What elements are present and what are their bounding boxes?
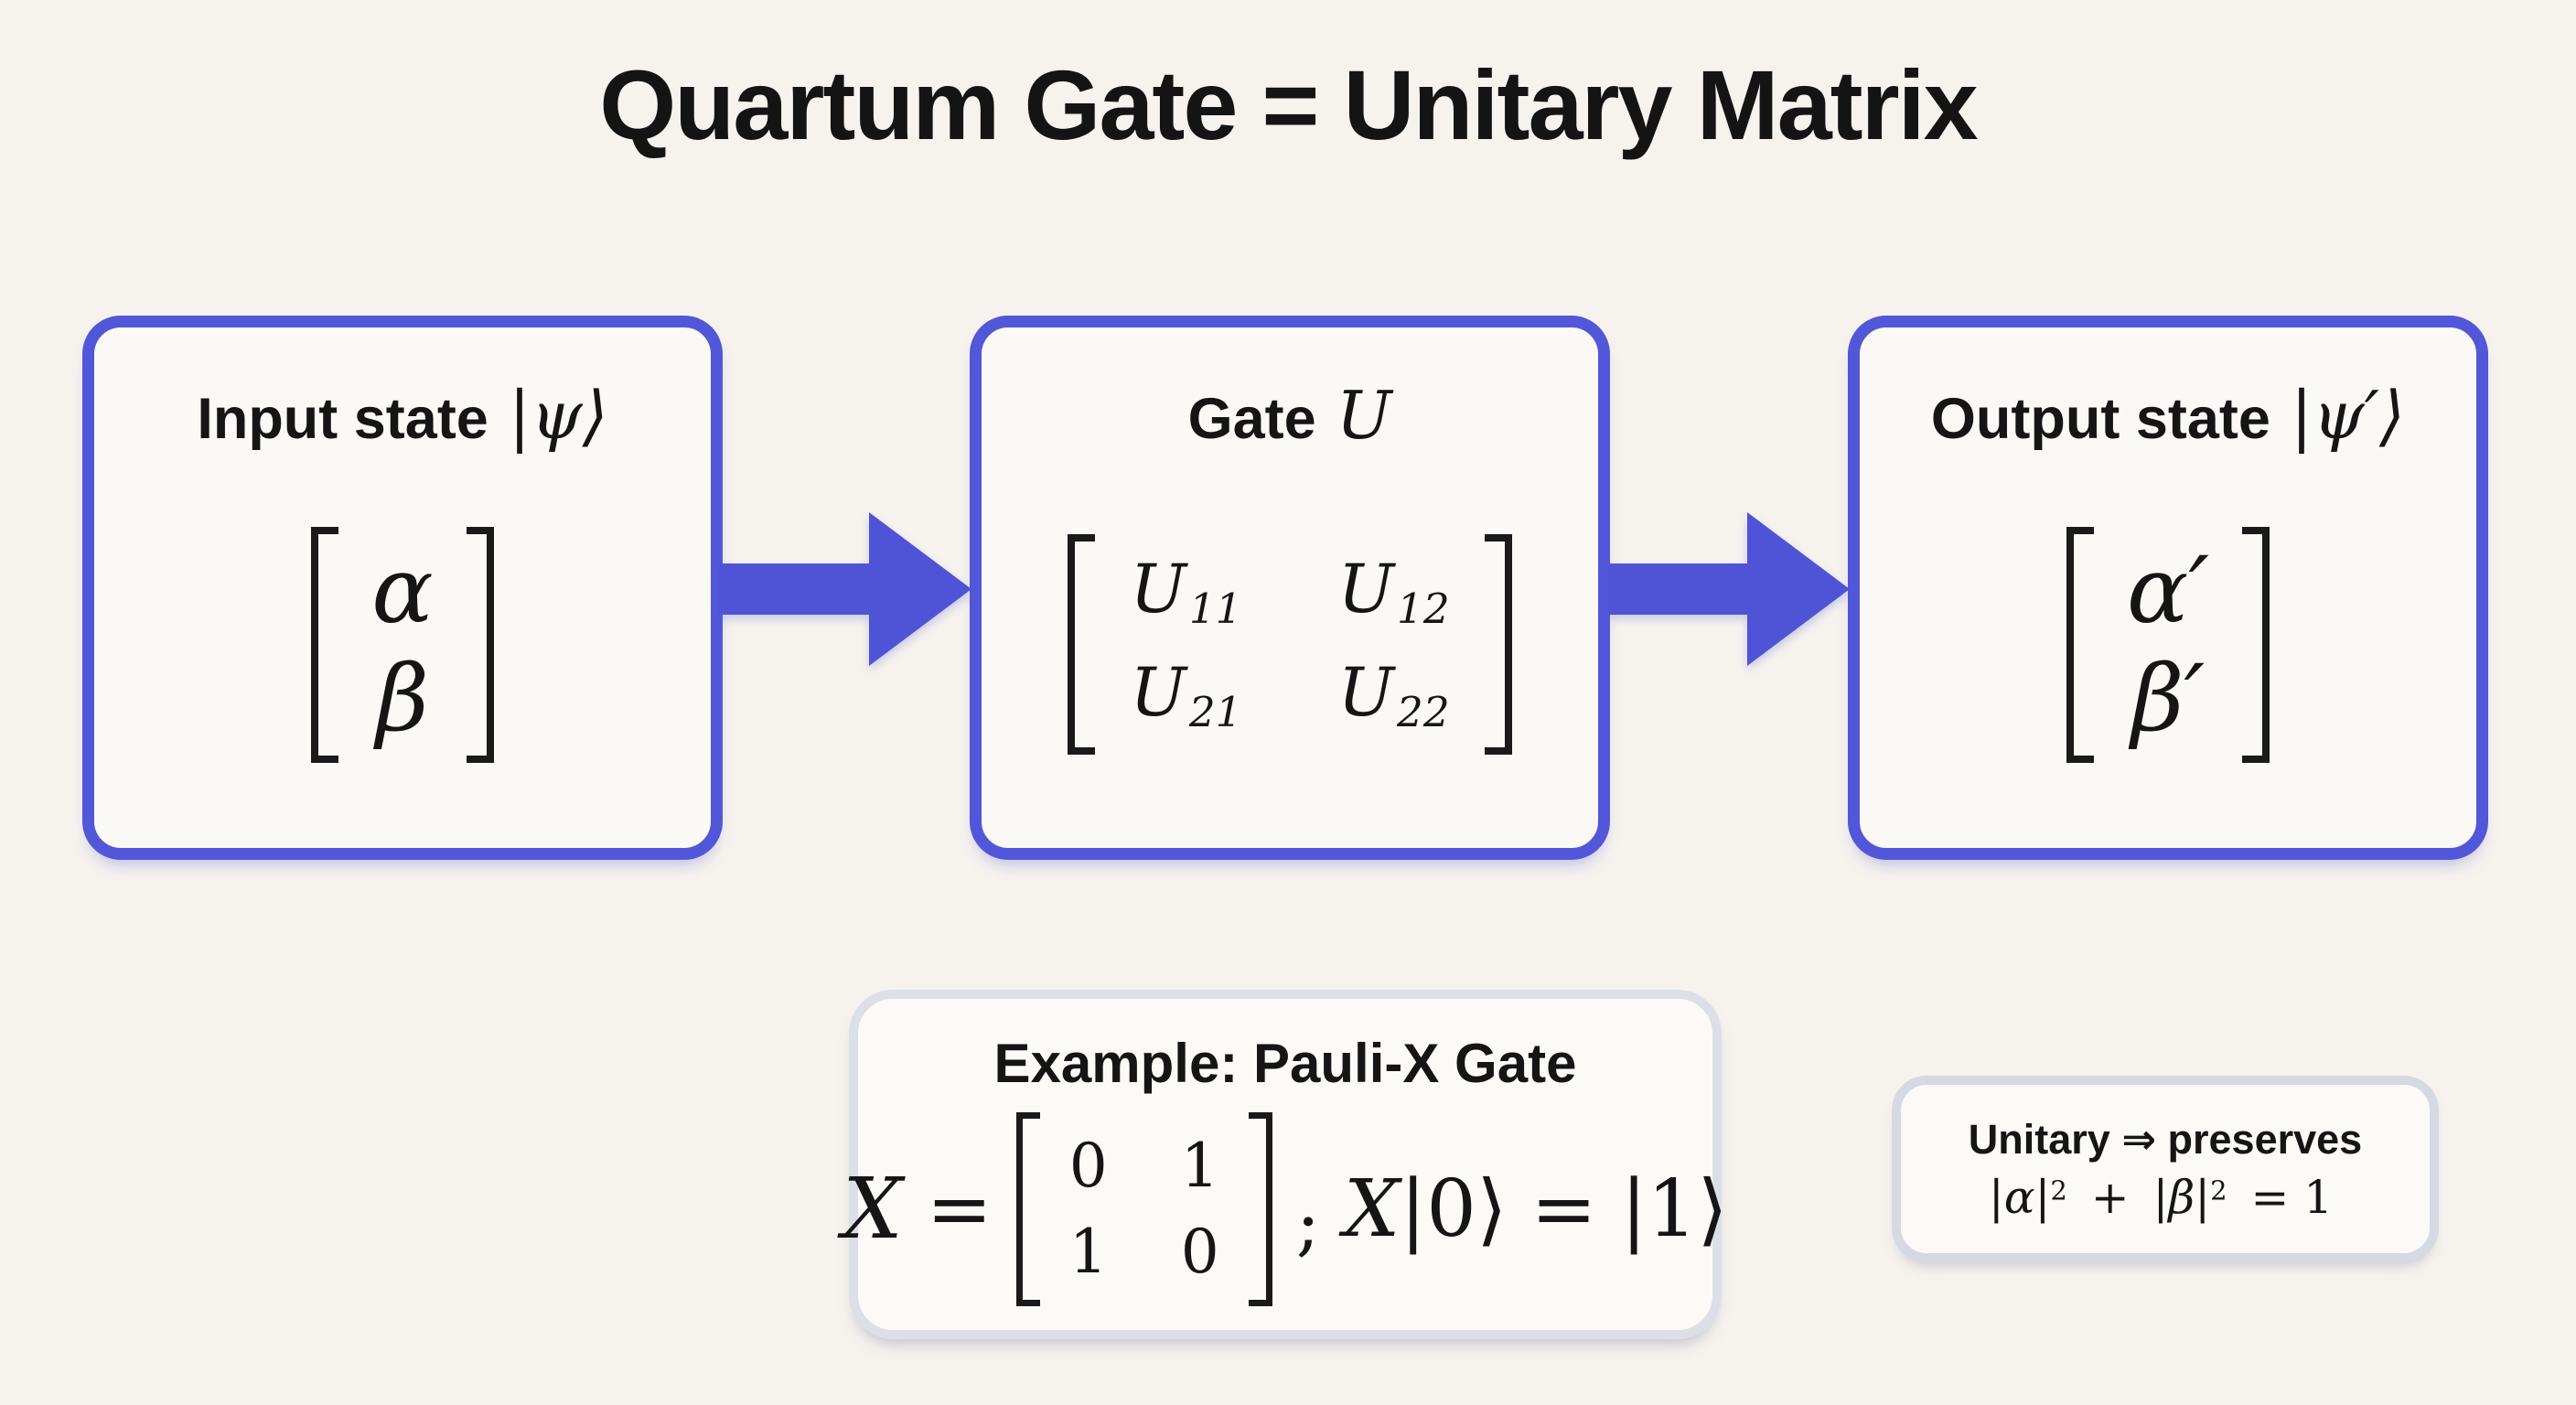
equals-sign: = xyxy=(926,1163,993,1255)
matrix-cell: 0 xyxy=(1180,1216,1219,1287)
ket-one: |1⟩ xyxy=(1620,1163,1728,1255)
example-formula: X = 0 1 1 0 ; X|0⟩ = |1⟩ xyxy=(843,1095,1728,1323)
superscript-two: 2 xyxy=(2050,1174,2067,1206)
matrix-cell-beta: β xyxy=(376,644,429,752)
output-state-vector: α′ β′ xyxy=(2066,526,2270,763)
gate-matrix-area: U11 U12 U21 U22 xyxy=(1068,454,1512,848)
output-matrix-area: α′ β′ xyxy=(2066,454,2270,848)
input-matrix-area: α β xyxy=(311,454,494,848)
output-state-box: Output state |ψ′⟩ α′ β′ xyxy=(1848,316,2488,860)
left-bracket xyxy=(1068,533,1096,756)
matrix-cell-u12: U12 xyxy=(1337,550,1450,634)
matrix-cell: 1 xyxy=(1180,1130,1219,1201)
matrix-cell-u21: U21 xyxy=(1130,653,1242,737)
abs-alpha: |α| xyxy=(1988,1170,2051,1224)
matrix-cell-u11: U11 xyxy=(1130,550,1242,634)
unitary-matrix: U11 U12 U21 U22 xyxy=(1068,533,1512,756)
left-bracket xyxy=(1015,1111,1040,1306)
plus-sign: + xyxy=(2090,1170,2130,1224)
right-bracket xyxy=(2242,526,2270,763)
right-bracket xyxy=(1484,533,1512,756)
input-state-box: Input state |ψ⟩ α β xyxy=(82,316,723,860)
x-symbol: X xyxy=(1344,1163,1401,1255)
page-title: Quartum Gate = Unitary Matrix xyxy=(599,49,1978,160)
input-state-label: Input state |ψ⟩ xyxy=(197,377,607,454)
matrix-cell: 1 xyxy=(1068,1216,1108,1287)
gate-label: Gate U xyxy=(1188,377,1392,454)
input-state-label-text: Input state xyxy=(197,387,488,451)
equals-one: = 1 xyxy=(2250,1170,2334,1224)
output-state-label: Output state |ψ′⟩ xyxy=(1931,377,2405,454)
arrow-head xyxy=(869,512,971,666)
example-box: Example: Pauli-X Gate X = 0 1 1 0 ; X|0⟩… xyxy=(843,990,1728,1339)
arrow-shaft xyxy=(719,563,876,615)
matrix-cells: 0 1 1 0 xyxy=(1040,1112,1249,1306)
gate-symbol-u: U xyxy=(1336,377,1392,454)
abs-beta: |β| xyxy=(2152,1170,2211,1224)
example-title: Example: Pauli-X Gate xyxy=(993,1033,1577,1094)
superscript-two: 2 xyxy=(2210,1174,2227,1206)
left-bracket xyxy=(311,526,339,763)
semicolon: ; xyxy=(1295,1182,1321,1265)
ket-zero: |0⟩ xyxy=(1400,1163,1508,1255)
x-applied-expression: X|0⟩ xyxy=(1344,1164,1507,1255)
psi-prime-ket-symbol: |ψ′⟩ xyxy=(2290,377,2406,454)
unitarity-note-box: Unitary ⇒ preserves |α|2 + |β|2 = 1 xyxy=(1892,1076,2439,1262)
matrix-cells: U11 U12 U21 U22 xyxy=(1095,534,1484,756)
pauli-x-matrix: 0 1 1 0 xyxy=(1015,1111,1272,1306)
vector-cells: α β xyxy=(338,527,467,763)
gate-box: Gate U U11 U12 U21 U22 xyxy=(970,316,1610,860)
right-bracket xyxy=(1248,1111,1272,1306)
gate-label-text: Gate xyxy=(1187,387,1316,451)
output-state-label-text: Output state xyxy=(1930,387,2270,451)
x-symbol: X xyxy=(843,1160,903,1258)
matrix-cell-alpha: α xyxy=(371,536,434,644)
flow-arrow-icon xyxy=(719,512,971,666)
right-bracket xyxy=(466,526,494,763)
input-state-vector: α β xyxy=(311,526,494,763)
matrix-cell-alpha-prime: α′ xyxy=(2126,536,2210,644)
equals-sign: = xyxy=(1530,1163,1597,1255)
arrow-head xyxy=(1747,512,1850,666)
arrow-shaft xyxy=(1608,563,1755,615)
left-bracket xyxy=(2066,526,2094,763)
flow-arrow-icon xyxy=(1608,512,1850,666)
matrix-cell-u22: U22 xyxy=(1337,653,1450,737)
note-text: Unitary ⇒ preserves xyxy=(1968,1115,2363,1163)
vector-cells: α′ β′ xyxy=(2094,527,2242,763)
matrix-cell-beta-prime: β′ xyxy=(2131,644,2206,752)
matrix-cell: 0 xyxy=(1068,1130,1108,1201)
normalization-formula: |α|2 + |β|2 = 1 xyxy=(1989,1171,2342,1224)
psi-ket-symbol: |ψ⟩ xyxy=(508,377,608,454)
